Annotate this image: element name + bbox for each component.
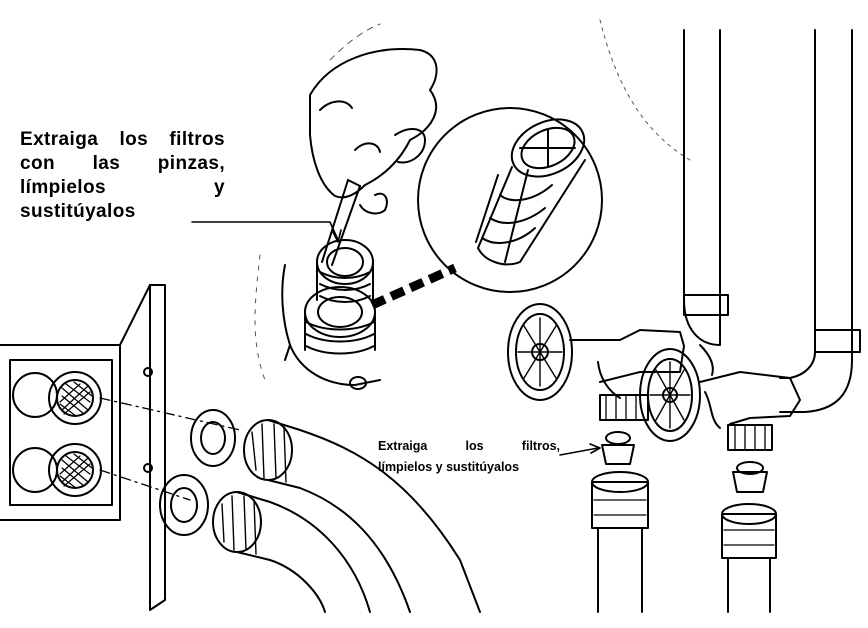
magnified-filter [417, 107, 603, 293]
wall-pipe-right [779, 29, 861, 413]
main-label-line-2: con las pinzas, [20, 153, 225, 174]
small-label-line-1: Extraiga los filtros, [378, 439, 560, 453]
machine-inlet-filter-lower [48, 443, 102, 497]
hand-with-tweezers [309, 48, 438, 266]
main-instruction-label: Extraiga los filtros con las pinzas, lím… [20, 128, 225, 224]
tap-hose-left [591, 471, 649, 613]
small-label-line-2: límpielos y sustitúyalos [378, 460, 520, 474]
machine-hose-upper [190, 409, 481, 613]
tap-hose-right [721, 503, 777, 613]
machine-inlet-filter-upper [48, 371, 102, 425]
wall-tap-left [507, 303, 685, 421]
main-label-line-1: Extraiga los filtros [20, 129, 225, 150]
main-label-line-4: sustitúyalos [20, 201, 136, 222]
tap-filter-right [732, 461, 768, 493]
tap-filter-left [601, 431, 635, 465]
machine-back-panel [0, 284, 166, 611]
valve-with-filter [281, 239, 381, 390]
main-label-leader [191, 221, 339, 241]
tap-filter-instruction-label: Extraiga los filtros, límpielos y sustit… [378, 436, 560, 478]
magnifier-link [370, 263, 457, 310]
wall-pipe-left [683, 29, 729, 376]
wall-tap-right [639, 348, 801, 451]
main-label-line-3: límpielos y [20, 177, 225, 198]
machine-hose-lower [159, 474, 371, 613]
alignment-lines [99, 397, 241, 501]
background-contours [254, 19, 691, 381]
small-label-leader [559, 447, 599, 456]
